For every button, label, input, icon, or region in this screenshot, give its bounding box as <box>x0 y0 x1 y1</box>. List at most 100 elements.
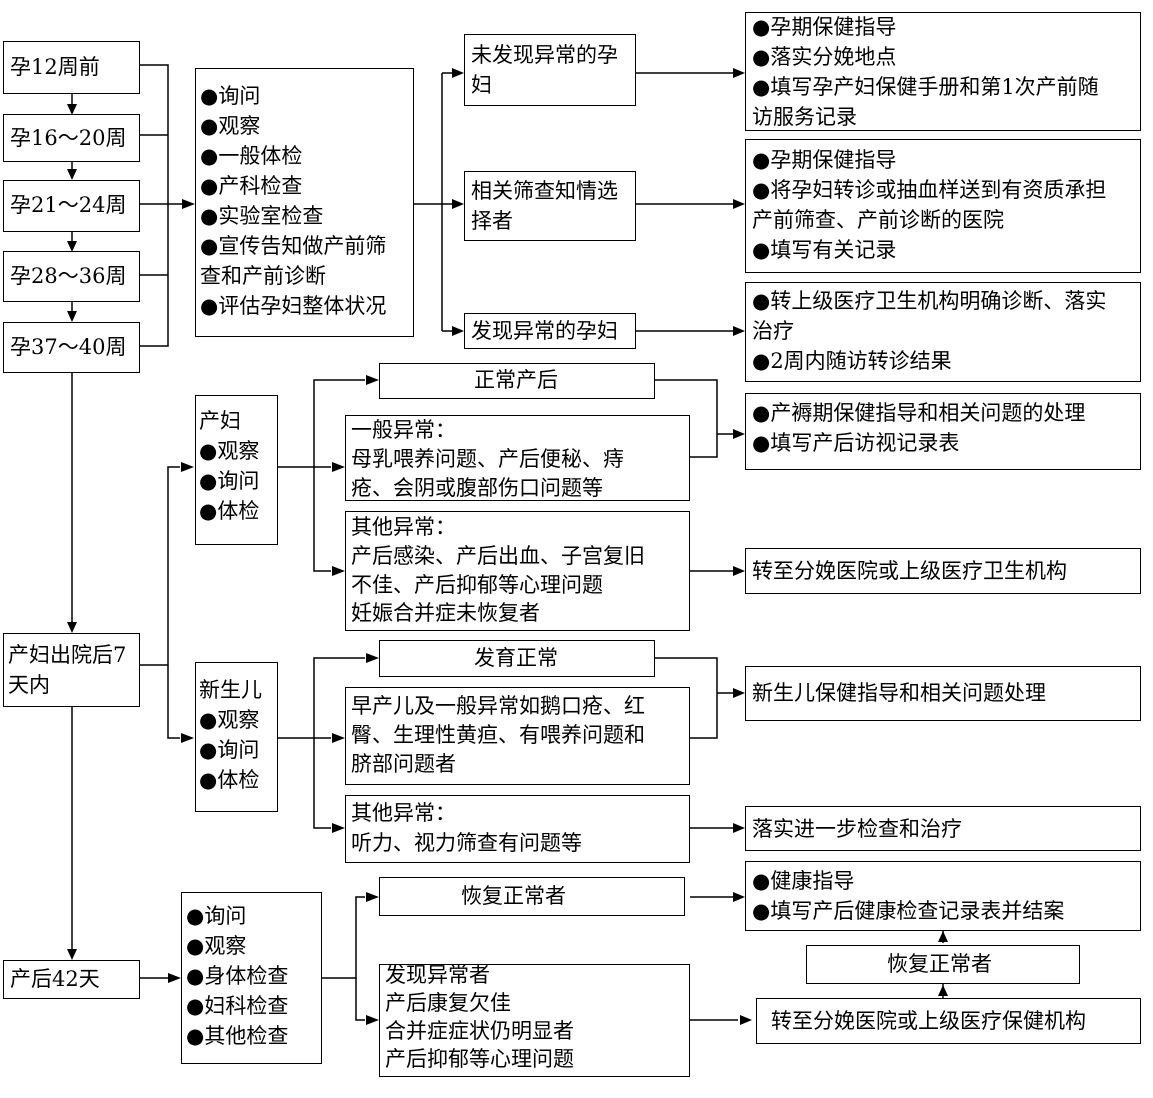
action-item: ●产褥期保健指导和相关问题的处理 <box>752 401 1086 425</box>
arrowhead <box>181 462 194 472</box>
arrowhead <box>366 653 379 663</box>
day42-abnormal-box: 发现异常者 产后康复欠佳 合并症症状仍明显者 产后抑郁等心理问题 <box>379 963 690 1077</box>
action-item: ●填写产后访视记录表 <box>752 431 960 455</box>
arrowhead <box>740 1015 752 1025</box>
arrowhead <box>452 199 464 209</box>
arrowhead <box>452 326 464 336</box>
mother-box: 产妇 ●观察 ●询问 ●体检 <box>195 395 278 545</box>
prenatal-services-box: ●询问 ●观察 ●一般体检 ●产科检查 ●实验室检查 ●宣传告知做产前筛 查和产… <box>195 68 414 337</box>
recovered-label: 恢复正常者 <box>887 952 992 976</box>
abnormal-line: 疮、会阴或腹部伤口问题等 <box>351 476 603 500</box>
action-item: ●填写孕产妇保健手册和第1次产前随 <box>752 75 1099 99</box>
day42-services-box: ●询问 ●观察 ●身体检查 ●妇科检查 ●其他检查 <box>181 892 322 1064</box>
mother-normal-box: 正常产后 <box>379 363 655 399</box>
abnormal-line: 产后感染、产后出血、子宫复旧 <box>351 544 645 568</box>
referral-label: 转至分娩医院或上级医疗卫生机构 <box>752 559 1067 583</box>
service-item: ●观察 <box>186 934 247 958</box>
arrowhead <box>733 566 745 576</box>
action-item: ●填写有关记录 <box>752 238 897 262</box>
mother-referral-box: 转至分娩医院或上级医疗卫生机构 <box>745 548 1141 594</box>
action-item: ●2周内随访转诊结果 <box>752 349 952 373</box>
abnormal-line: 合并症症状仍明显者 <box>385 1019 574 1043</box>
action-item: ●健康指导 <box>752 869 855 893</box>
abnormal-line: 妊娠合并症未恢复者 <box>351 601 540 625</box>
arrowhead <box>733 688 745 698</box>
arrowhead <box>67 104 77 115</box>
service-item: ●产科检查 <box>200 174 303 198</box>
outcome-box-abnormal: 发现异常的孕妇 <box>464 313 636 349</box>
day42-trigger-box: 产后42天 <box>3 960 140 999</box>
outcome-label: 相关筛查知情选 <box>471 179 618 203</box>
mother-general-abnormal-box: 一般异常： 母乳喂养问题、产后便秘、痔 疮、会阴或腹部伤口问题等 <box>345 415 690 501</box>
stage-label: 孕16～20周 <box>10 126 127 150</box>
outcome-label: 妇 <box>471 73 492 97</box>
abnormal-line: 臀、生理性黄疸、有喂养问题和 <box>351 723 645 747</box>
service-item: ●评估孕妇整体状况 <box>200 294 387 318</box>
action-item: ●将孕妇转诊或抽血样送到有资质承担 <box>752 178 1107 202</box>
service-item: ●宣传告知做产前筛 <box>200 234 387 258</box>
abnormal-line: 其他异常： <box>351 801 456 825</box>
newborn-followup-box: 落实进一步检查和治疗 <box>745 806 1141 851</box>
service-item: ●其他检查 <box>186 1024 289 1048</box>
arrowhead <box>733 892 745 902</box>
action-item: ●落实分娩地点 <box>752 45 897 69</box>
action-item: ●转上级医疗卫生机构明确诊断、落实 <box>752 289 1107 313</box>
newborn-care-action-box: 新生儿保健指导和相关问题处理 <box>745 666 1141 721</box>
stage-box: 孕37～40周 <box>3 322 140 373</box>
arrowhead <box>332 823 345 833</box>
abnormal-line: 脐部问题者 <box>351 752 456 776</box>
service-item: ●观察 <box>200 114 261 138</box>
arrowhead <box>733 326 745 336</box>
arrowhead <box>733 429 745 439</box>
stage-label: 孕28～36周 <box>10 264 127 288</box>
arrowhead <box>733 68 745 78</box>
trigger-label: 天内 <box>8 673 50 697</box>
normal-label: 正常产后 <box>474 368 558 392</box>
normal-label: 发育正常 <box>474 646 558 670</box>
abnormal-line: 不佳、产后抑郁等心理问题 <box>351 573 603 597</box>
stage-box: 孕28～36周 <box>3 251 140 302</box>
newborn-item: ●询问 <box>199 738 260 762</box>
action-item: 治疗 <box>752 319 794 343</box>
service-item: ●实验室检查 <box>200 204 324 228</box>
service-item: ●询问 <box>186 904 247 928</box>
day42-recovered-box: 恢复正常者 <box>379 877 685 916</box>
mother-item: ●询问 <box>199 469 260 493</box>
newborn-item: ●观察 <box>199 708 260 732</box>
arrowhead <box>67 622 77 633</box>
newborn-normal-box: 发育正常 <box>379 640 655 677</box>
recovered-label: 恢复正常者 <box>461 884 566 908</box>
postpartum-trigger-box: 产妇出院后7 天内 <box>3 633 140 707</box>
stage-merge-line <box>140 64 169 347</box>
arrowhead <box>733 199 745 209</box>
stage-label: 孕21～24周 <box>10 193 127 217</box>
abnormal-line: 一般异常： <box>351 418 456 442</box>
newborn-box: 新生儿 ●观察 ●询问 ●体检 <box>195 662 278 812</box>
newborn-general-abnormal-box: 早产儿及一般异常如鹅口疮、红 臀、生理性黄疸、有喂养问题和 脐部问题者 <box>345 687 690 785</box>
arrowhead <box>168 973 181 983</box>
mother-other-abnormal-box: 其他异常： 产后感染、产后出血、子宫复旧 不佳、产后抑郁等心理问题 妊娠合并症未… <box>345 511 690 631</box>
abnormal-line: 产后抑郁等心理问题 <box>385 1047 574 1071</box>
arrowheads <box>67 68 948 1025</box>
arrowhead <box>332 566 345 576</box>
trigger-label: 产后42天 <box>10 967 100 991</box>
referral-label: 转至分娩医院或上级医疗保健机构 <box>771 1009 1086 1033</box>
outcome-label: 发现异常的孕妇 <box>471 319 618 343</box>
arrowhead <box>67 169 77 180</box>
abnormal-line: 发现异常者 <box>385 963 490 987</box>
outcome-label: 未发现异常的孕 <box>471 43 618 67</box>
arrowhead <box>938 985 948 996</box>
action-item: 产前筛查、产前诊断的医院 <box>752 208 1004 232</box>
arrowhead <box>366 375 379 385</box>
mother-item: 产妇 <box>199 409 241 433</box>
action-item: ●孕期保健指导 <box>752 148 897 172</box>
arrowhead <box>366 1015 379 1025</box>
arrowhead <box>366 892 379 902</box>
mother-item: ●观察 <box>199 439 260 463</box>
day42-referral-box: 转至分娩医院或上级医疗保健机构 <box>756 998 1141 1044</box>
stage-label: 孕37～40周 <box>10 335 127 359</box>
arrowhead <box>181 733 194 743</box>
action-item: 访服务记录 <box>752 105 857 129</box>
